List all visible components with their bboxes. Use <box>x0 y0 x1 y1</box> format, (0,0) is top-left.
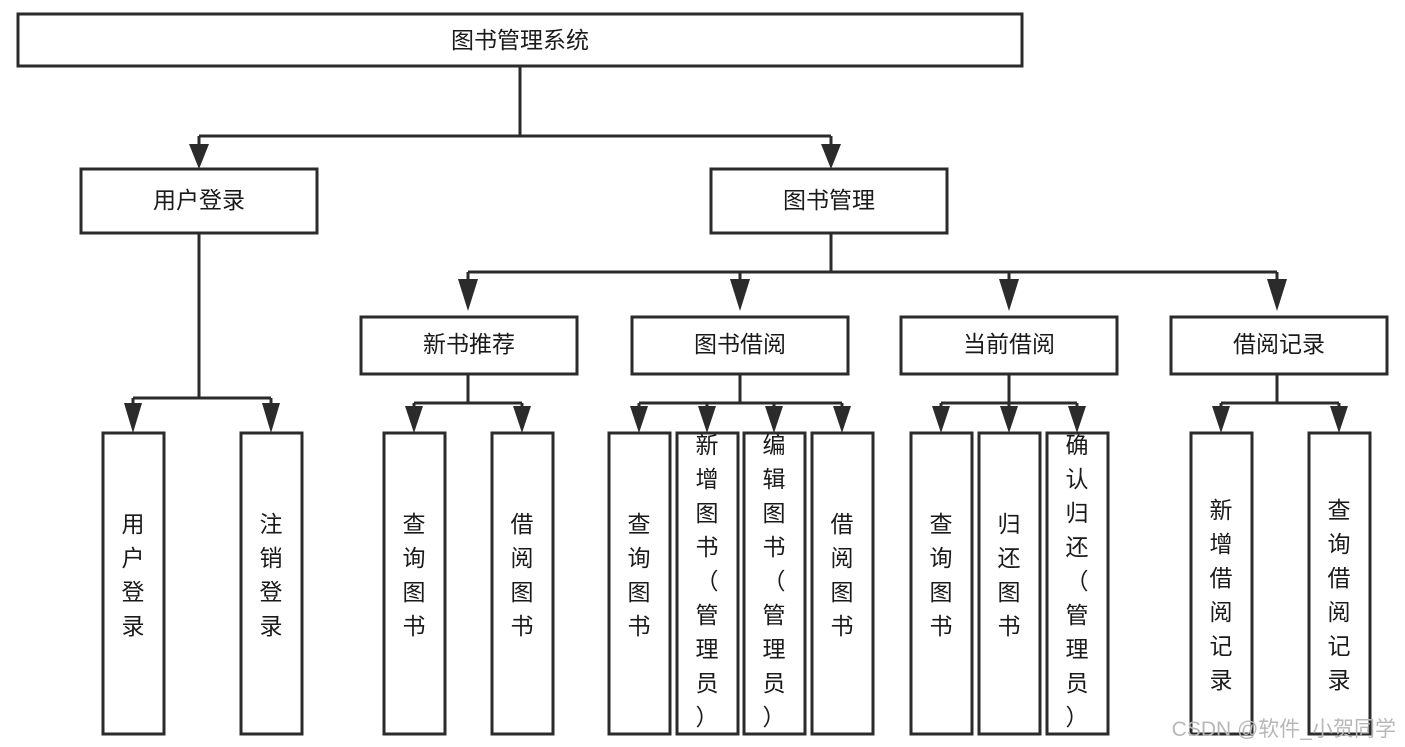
node-root-label: 图书管理系统 <box>451 27 589 53</box>
leaf-current-borrow-1[interactable]: 归还图书 <box>977 431 1042 736</box>
connector-layer <box>124 66 1348 433</box>
csdn-watermark: CSDN @软件_小贺同学 <box>1172 718 1396 741</box>
leaf-new-book-rec-0[interactable]: 查询图书 <box>382 431 447 736</box>
arrowhead-leaf-bb-1 <box>698 406 716 433</box>
node-borrow-record[interactable]: 借阅记录 <box>1169 315 1389 376</box>
leaf-current-borrow-2[interactable]: 确认归还（管理员） <box>1045 431 1110 736</box>
node-book-manage[interactable]: 图书管理 <box>709 167 949 235</box>
leaf-book-borrow-0[interactable]: 查询图书 <box>607 431 672 736</box>
leaf-box[interactable] <box>382 431 447 736</box>
arrowhead-leaf-cb-1 <box>1000 406 1018 433</box>
leaf-label: 确认归还（管理员） <box>1066 432 1089 730</box>
leaf-box[interactable] <box>742 431 807 736</box>
leaf-box[interactable] <box>810 431 875 736</box>
leaf-label: 借阅图书 <box>831 511 854 639</box>
leaf-box[interactable] <box>1189 431 1254 736</box>
leaf-label: 查询借阅记录 <box>1328 497 1351 693</box>
leaf-book-borrow-1[interactable]: 新增图书（管理员） <box>675 431 740 736</box>
node-borrow-record-label: 借阅记录 <box>1233 331 1325 357</box>
arrowhead-leaf-bb-0 <box>630 406 648 433</box>
leaf-label: 查询图书 <box>930 511 953 639</box>
node-new-book-rec-box[interactable] <box>359 315 579 376</box>
node-current-borrow-box[interactable] <box>899 315 1119 376</box>
leaf-label: 归还图书 <box>998 511 1021 639</box>
leaf-box[interactable] <box>909 431 974 736</box>
leaf-new-book-rec-1[interactable]: 借阅图书 <box>490 431 555 736</box>
arrowhead-leaf-bb-2 <box>765 406 783 433</box>
arrowhead-leaf-bb-3 <box>833 406 851 433</box>
leaf-box[interactable] <box>1307 431 1372 736</box>
arrowhead-leaf-ul-1 <box>262 403 280 433</box>
arrowhead-leaf-cb-0 <box>932 406 950 433</box>
arrowhead-leaf-nbr-1 <box>513 406 531 433</box>
leaf-label: 借阅图书 <box>511 511 534 639</box>
leaf-borrow-record-0[interactable]: 新增借阅记录 <box>1189 431 1254 736</box>
node-book-borrow[interactable]: 图书借阅 <box>630 315 850 376</box>
leaf-borrow-record-1[interactable]: 查询借阅记录 <box>1307 431 1372 736</box>
leaf-label: 用户登录 <box>122 511 145 639</box>
node-new-book-rec-label: 新书推荐 <box>423 331 515 357</box>
leaf-user-login-1[interactable]: 注销登录 <box>239 431 304 736</box>
node-book-borrow-label: 图书借阅 <box>694 331 786 357</box>
arrowhead-current-borrow <box>999 279 1019 311</box>
node-user-login-box[interactable] <box>79 167 319 235</box>
arrowhead-leaf-cb-2 <box>1068 406 1086 433</box>
leaf-box[interactable] <box>101 431 166 736</box>
leaf-label: 编辑图书（管理员） <box>763 432 786 730</box>
node-book-borrow-box[interactable] <box>630 315 850 376</box>
node-root-box[interactable] <box>16 12 1024 68</box>
node-user-login-label: 用户登录 <box>153 187 245 213</box>
leaf-box[interactable] <box>977 431 1042 736</box>
leaf-book-borrow-2[interactable]: 编辑图书（管理员） <box>742 431 807 736</box>
node-borrow-record-box[interactable] <box>1169 315 1389 376</box>
leaf-book-borrow-3[interactable]: 借阅图书 <box>810 431 875 736</box>
leaf-box[interactable] <box>239 431 304 736</box>
arrowhead-leaf-br-0 <box>1212 406 1230 433</box>
node-book-manage-label: 图书管理 <box>783 187 875 213</box>
leaf-user-login-0[interactable]: 用户登录 <box>101 431 166 736</box>
node-new-book-rec[interactable]: 新书推荐 <box>359 315 579 376</box>
leaf-label: 查询图书 <box>403 511 426 639</box>
arrowhead-leaf-nbr-0 <box>405 406 423 433</box>
leaf-label: 新增借阅记录 <box>1210 497 1233 693</box>
arrowhead-user-login <box>189 144 209 169</box>
leaf-label: 新增图书（管理员） <box>696 432 719 730</box>
arrowhead-book-borrow <box>730 279 750 311</box>
node-root[interactable]: 图书管理系统 <box>16 12 1024 68</box>
node-user-login[interactable]: 用户登录 <box>79 167 319 235</box>
leaf-box[interactable] <box>607 431 672 736</box>
leaf-box[interactable] <box>675 431 740 736</box>
arrowhead-new-book-rec <box>458 279 478 311</box>
node-current-borrow-label: 当前借阅 <box>963 331 1055 357</box>
arrowhead-borrow-record <box>1267 279 1287 311</box>
leaf-label: 查询图书 <box>628 511 651 639</box>
arrowhead-leaf-br-1 <box>1330 406 1348 433</box>
node-current-borrow[interactable]: 当前借阅 <box>899 315 1119 376</box>
leaf-current-borrow-0[interactable]: 查询图书 <box>909 431 974 736</box>
leaf-box[interactable] <box>1045 431 1110 736</box>
arrowhead-leaf-ul-0 <box>124 403 142 433</box>
arrowhead-book-manage <box>821 144 841 169</box>
node-book-manage-box[interactable] <box>709 167 949 235</box>
leaf-label: 注销登录 <box>260 511 283 639</box>
leaf-box[interactable] <box>490 431 555 736</box>
